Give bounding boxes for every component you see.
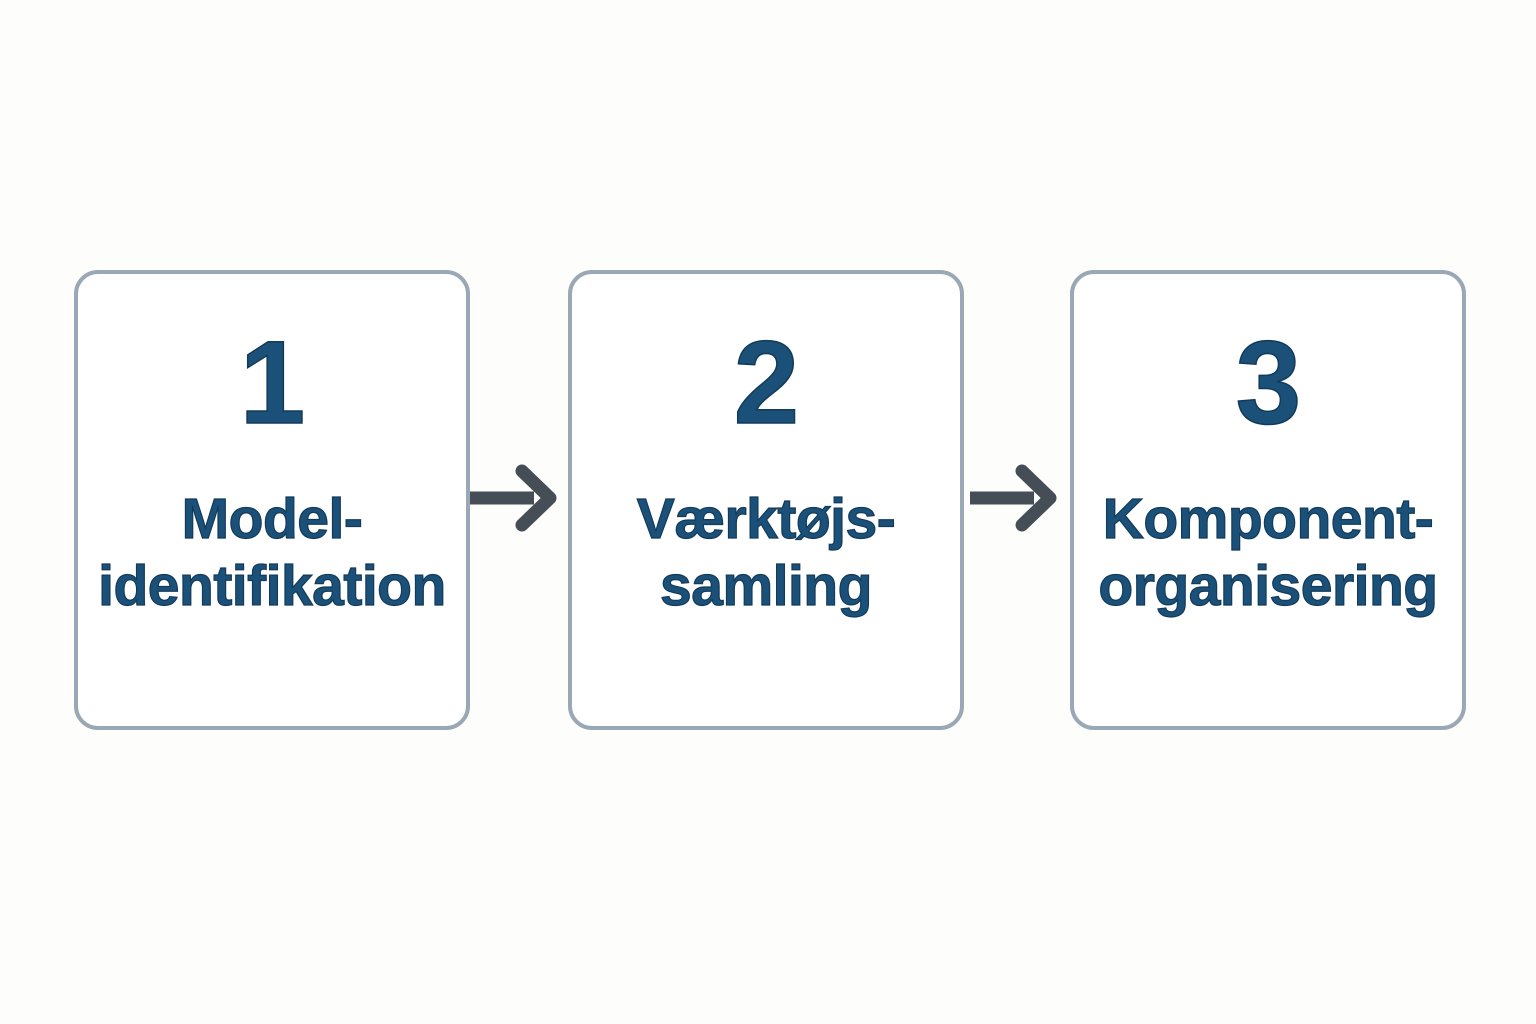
step-number-3: 3 <box>1235 317 1302 449</box>
process-step-2[interactable]: 2 Værktøjs- samling <box>568 270 964 730</box>
process-step-1[interactable]: 1 Model- identifikation <box>74 270 470 730</box>
arrow-right-icon <box>970 464 1057 532</box>
step-number-2: 2 <box>733 317 800 449</box>
step-number-1: 1 <box>239 317 306 449</box>
step-label-2: Værktøjs- samling <box>636 486 896 619</box>
process-step-3[interactable]: 3 Komponent- organisering <box>1070 270 1466 730</box>
step-label-1: Model- identifikation <box>98 486 447 619</box>
arrow-right-icon <box>470 464 557 532</box>
step-label-3: Komponent- organisering <box>1098 486 1439 619</box>
